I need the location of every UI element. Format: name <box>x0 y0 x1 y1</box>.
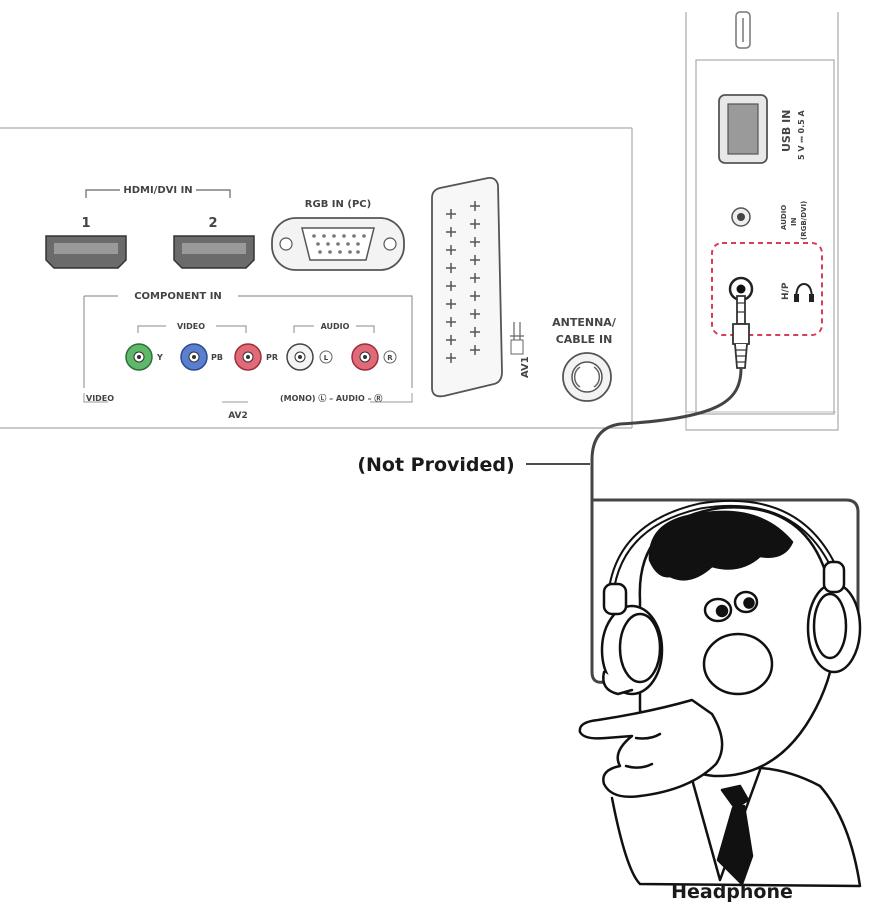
jack-l-label: L <box>324 354 329 362</box>
jack-r-label: R <box>387 354 393 362</box>
hdmi-label: HDMI/DVI IN <box>123 185 192 196</box>
jack-pr-label: PR <box>266 353 278 362</box>
antenna-port[interactable]: ANTENNA/ CABLE IN <box>552 316 617 402</box>
antenna-label-2: CABLE IN <box>556 333 613 346</box>
usb-label: USB IN <box>780 110 793 152</box>
headphone-label: Headphone <box>671 881 793 903</box>
component-label: COMPONENT IN <box>134 291 222 302</box>
rgb-label: RGB IN (PC) <box>305 199 371 210</box>
antenna-label-1: ANTENNA/ <box>552 316 617 329</box>
audio-r-badge <box>383 350 397 364</box>
jack-y-label: Y <box>156 353 163 362</box>
av1-symbol <box>510 322 524 355</box>
hdmi-port-1[interactable] <box>45 235 127 269</box>
rear-panel <box>0 127 633 429</box>
headphone-character <box>578 499 862 888</box>
audio-in-label-2: IN <box>790 217 798 226</box>
headphone-cable <box>590 367 860 684</box>
jack-audio-r[interactable] <box>351 343 379 371</box>
side-panel <box>685 11 839 431</box>
jack-pb[interactable] <box>180 343 208 371</box>
hdmi-group: HDMI/DVI IN 1 2 <box>45 185 255 269</box>
rgb-port[interactable]: RGB IN (PC) <box>271 199 405 271</box>
av1-label: AV1 <box>520 356 531 378</box>
jack-y[interactable] <box>125 343 153 371</box>
scart-port[interactable] <box>431 176 503 398</box>
audio-in-label-1: AUDIO <box>780 205 788 230</box>
video-group-label: VIDEO <box>177 322 205 331</box>
headphone-symbol-icon <box>794 282 814 302</box>
hp-label: H/P <box>781 282 791 300</box>
hdmi-port-2-label: 2 <box>208 216 217 231</box>
usb-port[interactable] <box>718 94 768 164</box>
jack-pb-label: PB <box>211 353 223 362</box>
audio-footer-label: (MONO) Ⓛ – AUDIO – Ⓡ <box>280 393 382 403</box>
audio-in-jack[interactable] <box>731 207 751 227</box>
hp-highlight-box <box>711 242 823 336</box>
headphone-jack[interactable] <box>728 276 754 302</box>
hdmi-port-2[interactable] <box>173 235 255 269</box>
jack-audio-l[interactable] <box>286 343 314 371</box>
not-provided-label: (Not Provided) <box>357 454 514 476</box>
audio-in-label-3: (RGB/DVI) <box>800 201 808 240</box>
headphone-plug <box>732 295 750 369</box>
audio-l-badge <box>319 350 333 364</box>
jack-pr[interactable] <box>234 343 262 371</box>
usb-spec-label: 5 V ⎓ 0.5 A <box>797 110 806 160</box>
component-group: COMPONENT IN VIDEO AUDIO Y PB PR <box>83 291 413 421</box>
av2-label: AV2 <box>228 411 248 421</box>
audio-group-label: AUDIO <box>321 322 350 331</box>
hdmi-port-1-label: 1 <box>81 216 90 231</box>
video-footer-label: VIDEO <box>86 394 114 403</box>
